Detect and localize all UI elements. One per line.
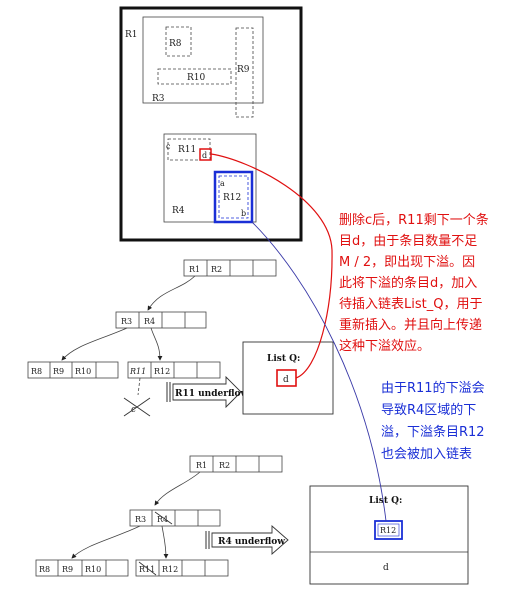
r3-label: R3	[152, 94, 165, 104]
r10-rect	[157, 68, 232, 85]
point-b-label: b	[241, 209, 246, 218]
r4-label: R4	[172, 206, 185, 216]
r10-label: R10	[187, 73, 206, 83]
red-note-line-2: 目d，由于条目数量不足	[339, 233, 477, 249]
tree2-root-r1: R1	[196, 461, 207, 470]
r8-label: R8	[169, 39, 182, 49]
r1-label: R1	[125, 30, 138, 40]
tree2-root-node: R1 R2	[189, 455, 283, 473]
tree2-underflow-arrow: R4 underflow	[205, 525, 289, 555]
tree2-edge-mid-right	[161, 525, 169, 559]
r12-rect	[213, 170, 254, 224]
blue-note-line-2: 导致R4区域的下	[381, 402, 476, 418]
point-c-label: c	[166, 142, 171, 151]
tree1-leaf-r11: R11	[129, 367, 146, 376]
tree1-edge-c	[137, 377, 141, 396]
tree1-mid-r4: R4	[144, 317, 155, 326]
tree1-edge-mid-right	[150, 327, 163, 361]
tree1-mid-node: R3 R4	[115, 311, 207, 329]
tree2-root-r2: R2	[219, 461, 230, 470]
tree1-root-node: R1 R2	[183, 259, 277, 277]
tree1-underflow-arrow: R11 underflow	[166, 375, 249, 409]
r8-rect	[165, 26, 192, 57]
tree1-edge-mid-left	[61, 327, 128, 361]
tree1-deleted-c: c	[131, 405, 136, 415]
tree1-leaf-r10: R10	[75, 367, 91, 376]
r11-label: R11	[178, 145, 196, 155]
r9-rect	[235, 27, 254, 118]
tree2-leaf-r8: R8	[39, 565, 50, 574]
point-a-label: a	[220, 179, 225, 188]
blue-note-line-1: 由于R11的下溢会	[381, 380, 485, 396]
tree1-edge-root-mid	[147, 275, 196, 311]
blue-note-line-4: 也会被加入链表	[381, 447, 472, 462]
listq2-item-d: d	[383, 563, 389, 573]
tree2-mid-r3: R3	[135, 515, 146, 524]
listq-2: List Q: R12 d	[309, 485, 469, 585]
blue-annotation: 由于R11的下溢会 导致R4区域的下 溢，下溢条目R12 也会被加入链表	[381, 380, 485, 462]
tree2-leaf-r11: R11	[139, 565, 155, 574]
tree1-leaf-r8: R8	[31, 367, 42, 376]
listq1-item-d: d	[283, 375, 289, 385]
tree2-mid-r4: R4	[157, 515, 168, 524]
red-note-line-7: 这种下溢效应。	[339, 338, 430, 354]
tree1-left-leaf: R8 R9 R10	[27, 361, 119, 379]
tree2-r11-cross	[138, 561, 157, 576]
blue-note-line-3: 溢，下溢条目R12	[381, 424, 485, 440]
red-note-line-3: M / 2，即出现下溢。因	[339, 255, 475, 270]
tree2-mid-node: R3 R4	[129, 509, 221, 527]
tree2-underflow-label: R4 underflow	[218, 537, 285, 547]
red-note-line-4: 此将下溢的条目d，加入	[339, 275, 477, 291]
tree2-left-leaf: R8 R9 R10	[35, 559, 129, 577]
tree1-cross-2	[123, 397, 151, 417]
tree2-leaf-r12: R12	[162, 565, 178, 574]
mbr-outer-frame	[119, 6, 303, 242]
blue-connector-r12	[251, 221, 387, 522]
red-connector-d	[210, 153, 333, 379]
tree1-leaf-r9: R9	[53, 367, 64, 376]
listq2-r12-box	[374, 520, 403, 540]
tree1-underflow-label: R11 underflow	[175, 389, 249, 399]
r4-rect	[163, 133, 257, 223]
red-note-line-1: 删除c后，R11剩下一个条	[339, 212, 489, 228]
tree2-edge-root-mid	[154, 471, 201, 506]
listq-1: List Q: d	[242, 341, 334, 415]
red-annotation: 删除c后，R11剩下一个条 目d，由于条目数量不足 M / 2，即出现下溢。因 …	[339, 212, 489, 354]
red-note-line-5: 待插入链表List_Q，用于	[339, 297, 482, 312]
tree1-mid-r3: R3	[121, 317, 132, 326]
red-note-line-6: 重新插入。并且向上传递	[339, 317, 482, 333]
tree-1: R1 R2 R3 R4 R8 R9 R10	[27, 259, 277, 417]
tree1-root-r1: R1	[189, 265, 200, 274]
listq2-item-r12: R12	[380, 526, 396, 535]
r9-label: R9	[237, 65, 250, 75]
r12-inner-rect	[218, 175, 249, 219]
r12-label: R12	[223, 193, 241, 203]
r1-rect	[142, 16, 264, 104]
tree2-leaf-r10: R10	[85, 565, 101, 574]
point-d-label: d	[202, 151, 207, 160]
tree2-right-leaf: R11 R12	[135, 559, 229, 577]
tree1-root-r2: R2	[211, 265, 222, 274]
tree2-edge-mid-left	[71, 525, 141, 559]
tree2-leaf-r9: R9	[62, 565, 73, 574]
tree2-r4-cross	[154, 511, 173, 525]
tree1-right-leaf: R11 R12	[127, 361, 221, 379]
tree1-leaf-r12: R12	[154, 367, 170, 376]
listq2-title: List Q:	[369, 496, 402, 506]
tree-2: R1 R2 R3 R4 R8 R9 R10	[35, 455, 289, 577]
listq1-title: List Q:	[267, 354, 300, 364]
mbr-panel: R1 R8 R9 R10 R3 R4 c R11 d a R12 b	[119, 6, 303, 242]
